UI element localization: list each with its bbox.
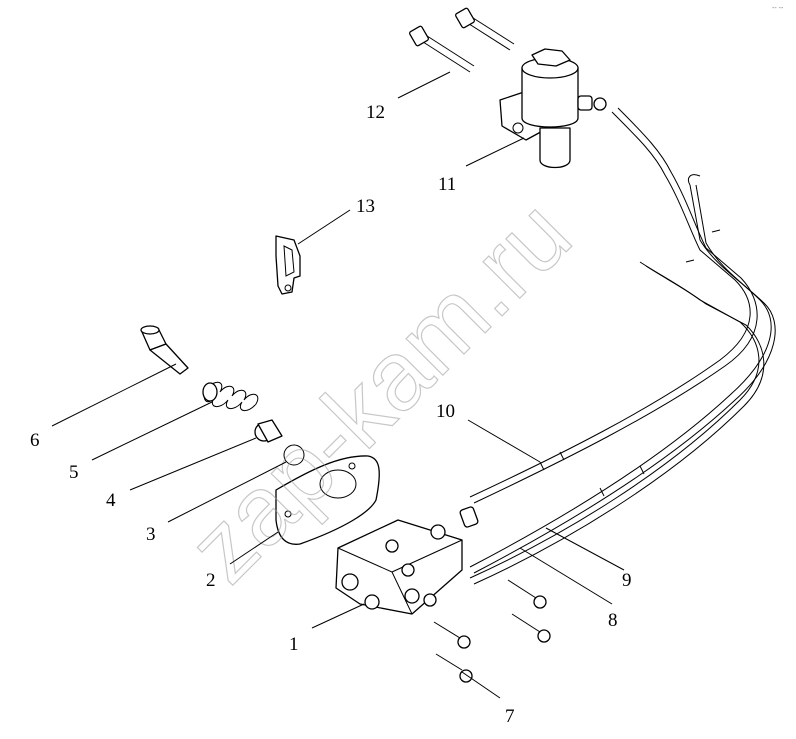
label-8: 8 bbox=[608, 610, 618, 631]
tube-10-upper bbox=[469, 111, 751, 498]
tube-9-edge bbox=[473, 184, 776, 574]
leader-5 bbox=[91, 401, 213, 461]
spring-5 bbox=[202, 381, 259, 411]
label-3: 3 bbox=[146, 524, 156, 545]
label-6: 6 bbox=[30, 430, 40, 451]
leader-12 bbox=[397, 71, 451, 99]
valve-fitting bbox=[577, 95, 593, 111]
label-10: 10 bbox=[436, 401, 455, 422]
port bbox=[341, 573, 359, 591]
label-5: 5 bbox=[69, 462, 79, 483]
label-4: 4 bbox=[106, 490, 116, 511]
tube-band bbox=[685, 259, 695, 263]
leader-13 bbox=[297, 209, 351, 245]
label-2: 2 bbox=[206, 570, 216, 591]
leader-9 bbox=[545, 527, 625, 571]
leader-1 bbox=[311, 603, 365, 629]
label-13: 13 bbox=[356, 196, 375, 217]
tube-10-upper-edge bbox=[473, 107, 758, 504]
bolts-7 bbox=[433, 579, 551, 683]
pin-6 bbox=[140, 325, 189, 375]
valve-block-1 bbox=[335, 506, 479, 615]
plunger-4 bbox=[254, 419, 283, 443]
tube-band bbox=[639, 465, 645, 475]
fitting bbox=[401, 563, 415, 577]
clip-13 bbox=[275, 235, 301, 295]
bolt-7b bbox=[511, 613, 551, 643]
valve-fitting-nut bbox=[593, 97, 607, 111]
leader-3 bbox=[167, 461, 287, 523]
fitting bbox=[430, 524, 446, 540]
gasket-2-3 bbox=[275, 444, 380, 545]
tube-band bbox=[539, 461, 545, 471]
bolt-7c bbox=[433, 621, 471, 649]
tube-end-hook bbox=[687, 174, 701, 186]
label-12: 12 bbox=[366, 102, 385, 123]
leader-4 bbox=[129, 437, 257, 491]
label-1: 1 bbox=[289, 634, 299, 655]
bolt-12a bbox=[409, 25, 475, 73]
elbow-fitting bbox=[404, 588, 420, 604]
fitting bbox=[423, 593, 437, 607]
side-fitting bbox=[459, 506, 479, 528]
leader-lines bbox=[51, 71, 625, 699]
leader-6 bbox=[51, 363, 177, 427]
tube-band bbox=[599, 487, 605, 497]
bolt-12b bbox=[455, 7, 515, 51]
tube-group bbox=[469, 107, 776, 585]
upper-valve-assembly bbox=[409, 7, 607, 169]
leader-11 bbox=[465, 137, 525, 167]
bolt-7d bbox=[435, 653, 473, 683]
leader-2 bbox=[229, 531, 279, 565]
tube-8-edge bbox=[473, 265, 765, 585]
valve-hex bbox=[531, 48, 571, 67]
fitting bbox=[364, 594, 380, 610]
valve-body-11 bbox=[521, 67, 579, 128]
leader-8 bbox=[519, 547, 613, 605]
corner-mark: -- -- bbox=[772, 5, 784, 12]
valve-stem bbox=[539, 127, 571, 169]
tube-band bbox=[559, 451, 565, 461]
bracket-hole bbox=[512, 122, 524, 134]
fitting bbox=[385, 539, 399, 553]
leader-7 bbox=[461, 671, 501, 699]
label-11: 11 bbox=[438, 174, 456, 195]
bolt-7a bbox=[507, 579, 547, 609]
o-ring-3 bbox=[283, 444, 305, 466]
label-7: 7 bbox=[505, 706, 515, 727]
tube-band bbox=[711, 229, 721, 233]
part-labels: 1 2 3 4 5 6 7 8 9 10 11 12 13 bbox=[30, 102, 632, 727]
label-9: 9 bbox=[622, 570, 632, 591]
leader-10 bbox=[467, 419, 541, 463]
